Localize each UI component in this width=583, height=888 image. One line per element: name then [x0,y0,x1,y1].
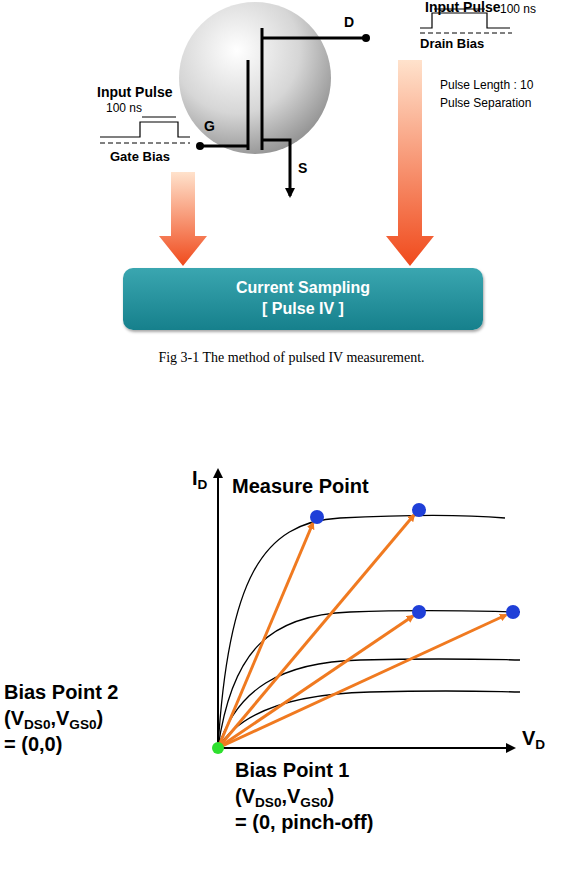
axis-label-line: VD [522,726,545,754]
bias-label-line: Gate Bias [110,149,170,165]
pulse-width: 100 ns [106,101,142,115]
bias-point-label: (V [235,785,255,807]
flow-arrow [159,172,207,266]
bias-point-label-line: = (0,0) [4,732,62,757]
bias-point-label: Bias Point 1 [235,759,349,781]
bias-point-label: = (0,0) [4,733,62,755]
bias-point-label: = (0, pinch-off) [235,811,373,833]
bias-label: Drain Bias [420,36,484,51]
terminal-label-line: S [298,160,307,178]
bias-point-label-line: Bias Point 2 [4,680,118,705]
axis-label: V [522,727,535,749]
bias-point-label-line: = (0, pinch-off) [235,810,373,835]
sphere [179,2,331,154]
terminal-label: G [204,118,215,134]
drain-terminal [362,34,370,42]
bias-point-label: Bias Point 2 [4,681,118,703]
bias-point-label-line: (VDS0,VGS0) [235,784,334,812]
bias-dot [212,742,224,754]
bias-point-label: ) [328,785,335,807]
bias-point-label: ,V [281,785,300,807]
bias-point-label: GS0 [69,717,96,732]
note-text-line: Pulse Length : 10 [440,78,533,93]
pulse-label-line: Input Pulse [97,84,172,102]
bias-label: Gate Bias [110,149,170,164]
flow-arrow [386,60,434,266]
measure-arrow [218,515,506,748]
pulse-width-line: 100 ns [106,101,142,116]
note-text-line: Pulse Separation [440,96,531,111]
pulse-label: Input Pulse [425,0,500,15]
axis-label-line: ID [192,466,207,494]
process-box: Current Sampling[ Pulse IV ] [123,268,483,330]
iv-curve [218,515,520,748]
measure-dot [310,503,520,619]
terminal-label: D [344,14,354,30]
gate-terminal [196,142,204,150]
pulse-label-line: Input Pulse [425,0,500,17]
pulse-width-line: 100 ns [500,2,536,17]
bias-label-line: Drain Bias [420,36,484,52]
box-text: Current Sampling [236,278,370,299]
bias-point-label: ,V [50,707,69,729]
axis-label: I [192,467,198,489]
measure-label-line: Measure Point [232,474,369,499]
pulse-waveform [100,9,510,137]
bias-point-label: (V [4,707,24,729]
terminal-label-line: G [204,118,215,136]
measure-label: Measure Point [232,475,369,497]
bias-point-label: GS0 [300,795,327,810]
terminal-label-line: D [344,14,354,32]
bias-point-label: DS0 [24,717,50,732]
mosfet-symbol [200,28,366,196]
box-text: [ Pulse IV ] [262,299,344,320]
note-text: Pulse Length : 10 [440,78,533,92]
axis-label: D [535,737,545,752]
axis-label: D [198,477,208,492]
note-text: Pulse Separation [440,96,531,110]
bias-point-label-line: Bias Point 1 [235,758,349,783]
figure-caption: Fig 3-1 The method of pulsed IV measurem… [0,350,583,366]
bias-point-label: DS0 [255,795,281,810]
pulse-label: Input Pulse [97,84,172,100]
pulse-width: 100 ns [500,2,536,16]
bias-point-label: ) [97,707,104,729]
terminal-label: S [298,160,307,176]
bias-point-label-line: (VDS0,VGS0) [4,706,103,734]
